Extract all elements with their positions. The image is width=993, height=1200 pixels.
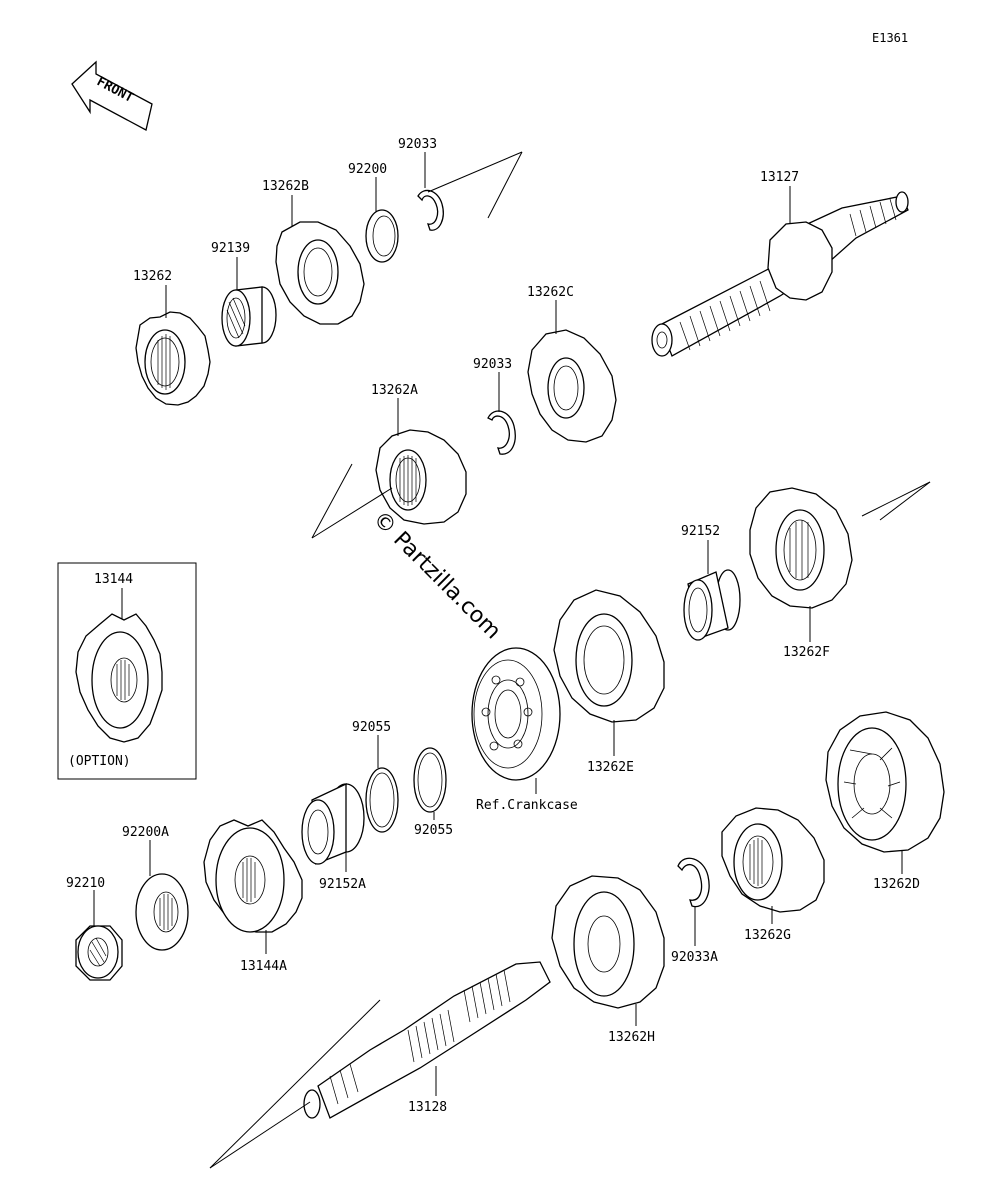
circlip-92033-top	[417, 189, 444, 231]
label-92152A: 92152A	[319, 877, 366, 892]
gear-13262G	[721, 807, 825, 913]
label-92055-a: 92055	[352, 720, 391, 735]
gear-13262	[135, 311, 211, 406]
shaft-13127	[651, 191, 909, 357]
label-92033-mid: 92033	[473, 357, 512, 372]
label-92033-top: 92033	[398, 137, 437, 152]
gear-13262H	[551, 875, 665, 1009]
nut-92210	[75, 925, 123, 981]
gear-13262E	[553, 589, 665, 723]
label-92139: 92139	[211, 241, 250, 256]
collar-92152A	[301, 782, 365, 865]
label-92033A: 92033A	[671, 950, 718, 965]
gear-13262A	[375, 429, 467, 525]
label-92200A: 92200A	[122, 825, 169, 840]
washer-92200	[365, 209, 399, 263]
bearing-crankcase	[471, 647, 561, 781]
label-13262F: 13262F	[783, 645, 830, 660]
label-13262C: 13262C	[527, 285, 574, 300]
label-13262B: 13262B	[262, 179, 309, 194]
oring-92055-a	[365, 767, 399, 833]
label-13262D: 13262D	[873, 877, 920, 892]
label-92210: 92210	[66, 876, 105, 891]
oring-92055-b	[413, 747, 447, 813]
label-13127: 13127	[760, 170, 799, 185]
gear-13262D	[825, 711, 945, 853]
label-13262E: 13262E	[587, 760, 634, 775]
label-option: (OPTION)	[68, 754, 131, 769]
label-13262H: 13262H	[608, 1030, 655, 1045]
gear-13262F	[749, 487, 853, 609]
label-13262A: 13262A	[371, 383, 418, 398]
label-13262: 13262	[133, 269, 172, 284]
collar-92152	[683, 569, 741, 641]
label-92200: 92200	[348, 162, 387, 177]
circlip-92033A	[677, 857, 710, 908]
shaft-13128	[303, 961, 551, 1119]
circlip-92033-mid	[487, 410, 516, 455]
washer-92200A	[135, 873, 189, 951]
label-13128: 13128	[408, 1100, 447, 1115]
sprocket-13144	[75, 613, 163, 743]
sprocket-13144A	[203, 819, 303, 933]
gear-13262C	[527, 329, 617, 443]
front-arrow-icon: FRONT	[71, 60, 153, 131]
label-13262G: 13262G	[744, 928, 791, 943]
label-13144A: 13144A	[240, 959, 287, 974]
diagram-code: E1361	[872, 31, 908, 45]
gear-13262B	[275, 221, 365, 325]
label-13144: 13144	[94, 572, 133, 587]
label-92152: 92152	[681, 524, 720, 539]
bearing-92139	[221, 286, 277, 347]
label-ref-crankcase: Ref.Crankcase	[476, 798, 578, 813]
option-box	[57, 562, 197, 780]
watermark: © Partzilla.com	[368, 507, 506, 645]
label-92055-b: 92055	[414, 823, 453, 838]
